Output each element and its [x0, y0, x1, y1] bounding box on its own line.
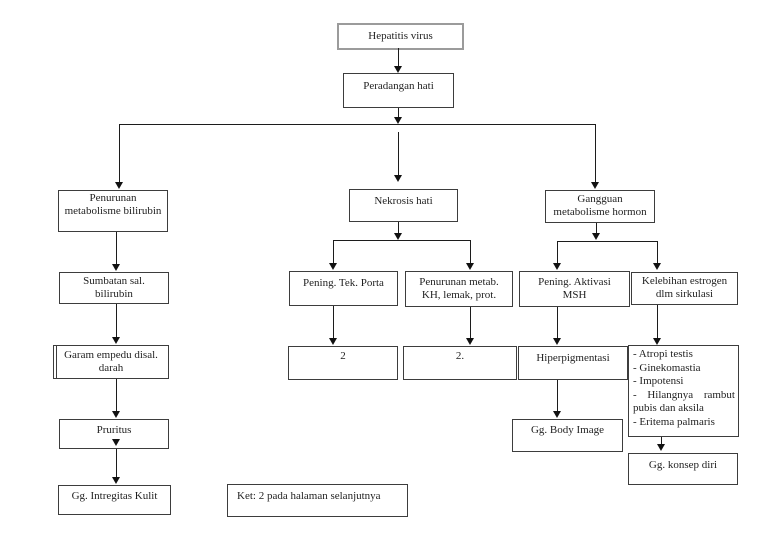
arrowhead-down-icon [553, 263, 561, 270]
connector-split-to-porta [333, 240, 334, 263]
connector-hiperpigmentasi-to-bodyimage [557, 380, 558, 411]
split-line-hormon [557, 241, 657, 242]
branch-line-top [119, 124, 596, 125]
arrowhead-down-icon [329, 263, 337, 270]
connector-branch-right [595, 124, 596, 182]
connector-estrogen-to-list [657, 305, 658, 338]
arrowhead-down-icon [112, 337, 120, 344]
node-ref-2b: 2. [403, 346, 517, 380]
arrowhead-down-icon [591, 182, 599, 189]
list-item: - Atropi testis [633, 348, 693, 360]
node-gg-konsep-diri: Gg. konsep diri [628, 453, 738, 485]
node-gg-intregitas-kulit: Gg. Intregitas Kulit [58, 485, 171, 515]
node-hiperpigmentasi: Hiperpigmentasi [518, 346, 628, 380]
list-item: - Ginekomastia [633, 361, 701, 374]
node-peradangan-hati: Peradangan hati [343, 73, 454, 108]
arrowhead-down-icon [115, 182, 123, 189]
connector-garam-to-pruritus [116, 379, 117, 411]
note-box: Ket: 2 pada halaman selanjutnya [227, 484, 408, 517]
arrowhead-down-icon [329, 338, 337, 345]
arrowhead-down-icon [394, 233, 402, 240]
arrowhead-down-icon [553, 411, 561, 418]
connector-peradangan-to-branchline [398, 108, 399, 117]
node-kelebihan-estrogen: Kelebihan estrogen dlm sirkulasi [631, 272, 738, 305]
node-pening-tek-porta: Pening. Tek. Porta [289, 271, 398, 306]
node-gangguan-metabolisme-hormon: Gangguan metabolisme hormon [545, 190, 655, 223]
split-line-nekrosis [333, 240, 470, 241]
arrowhead-down-icon [653, 338, 661, 345]
connector-nekrosis-to-splitline [398, 222, 399, 233]
node-label: Garam empedu disal. darah [64, 349, 158, 374]
node-penurunan-metabolisme-bilirubin: Penurunan metabolisme bilirubin [58, 190, 168, 232]
connector-msh-to-hiperpigmentasi [557, 307, 558, 338]
arrowhead-down-icon [112, 477, 120, 484]
list-item: - Hilangnya rambut pubis dan aksila [633, 388, 735, 415]
double-border-line [56, 346, 57, 378]
connector-hormon-to-splitline [596, 223, 597, 233]
connector-branch-middle [398, 132, 399, 175]
list-item: - Eritema palmaris [633, 415, 715, 428]
arrowhead-down-icon [394, 175, 402, 182]
arrowhead-down-icon [657, 444, 665, 451]
connector-root-to-peradangan [398, 48, 399, 66]
connector-porta-to-ref2a [333, 306, 334, 338]
arrowhead-down-icon [553, 338, 561, 345]
arrowhead-down-icon [112, 411, 120, 418]
connector-split-to-msh [557, 241, 558, 263]
node-garam-empedu-disal-darah: Garam empedu disal. darah [53, 345, 169, 379]
connector-bilirubin-to-sumbatan [116, 232, 117, 264]
node-nekrosis-hati: Nekrosis hati [349, 189, 458, 222]
node-pening-aktivasi-msh: Pening. Aktivasi MSH [519, 271, 630, 307]
connector-pruritus-to-intregitas [116, 449, 117, 477]
connector-sumbatan-to-garam [116, 304, 117, 337]
node-hepatitis-virus: Hepatitis virus [337, 23, 464, 50]
connector-split-to-estrogen [657, 241, 658, 263]
connector-list-to-konsepdiri [661, 437, 662, 444]
arrowhead-down-icon [466, 263, 474, 270]
list-item: - Impotensi [633, 375, 684, 387]
node-sumbatan-sal-bilirubin: Sumbatan sal. bilirubin [59, 272, 169, 304]
node-penurunan-metab-kh: Penurunan metab. KH, lemak, prot. [405, 271, 513, 307]
arrowhead-down-icon [653, 263, 661, 270]
connector-split-to-metab [470, 240, 471, 263]
arrowhead-down-icon [394, 117, 402, 124]
node-estrogen-effects-list: - Atropi testis - Ginekomastia - Impoten… [628, 345, 739, 437]
arrowhead-down-icon [466, 338, 474, 345]
arrowhead-down-icon [394, 66, 402, 73]
node-gg-body-image: Gg. Body Image [512, 419, 623, 452]
arrowhead-down-icon [112, 264, 120, 271]
arrowhead-down-icon [592, 233, 600, 240]
node-ref-2a: 2 [288, 346, 398, 380]
connector-branch-left [119, 124, 120, 182]
arrowhead-down-icon [112, 439, 120, 446]
connector-metab-to-ref2b [470, 307, 471, 338]
